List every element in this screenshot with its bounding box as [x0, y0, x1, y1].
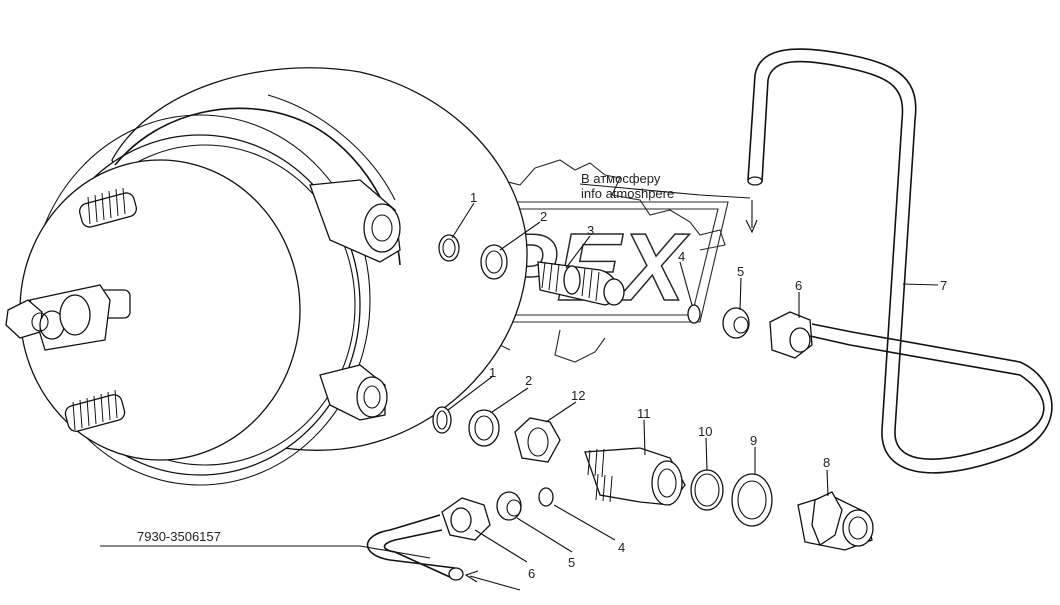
- callout-1-bottom: 1: [489, 365, 496, 380]
- part-3-fitting: [537, 261, 625, 306]
- port-boss-upper: [309, 179, 401, 263]
- callout-3: 3: [587, 223, 594, 238]
- part-10-oring: [690, 469, 724, 511]
- part-1-bottom-washer: [432, 406, 452, 434]
- part-8-fitting: [797, 491, 874, 551]
- callout-6-bottom: 6: [528, 566, 535, 581]
- mounting-bolt-top: [78, 187, 138, 228]
- callout-6-top: 6: [795, 278, 802, 293]
- part-2-top-washer: [480, 244, 508, 280]
- note-atmosphere-ru: В атмосферу: [581, 171, 661, 186]
- callout-labels: В атмосферу info atmoshpere 7930-3506157…: [137, 171, 947, 581]
- note-atmosphere-en: info atmoshpere: [581, 186, 674, 201]
- part-number-label: 7930-3506157: [137, 529, 221, 544]
- part-12-nut: [514, 417, 561, 463]
- callout-8: 8: [823, 455, 830, 470]
- push-rod-clevis: [5, 284, 131, 351]
- mounting-bolt-bottom: [64, 389, 126, 432]
- port-boss-lower: [319, 364, 388, 421]
- part-6-top-nut: [769, 311, 813, 359]
- part-1-top-washer: [438, 234, 460, 262]
- leader-lines: [100, 183, 939, 591]
- callout-9: 9: [750, 433, 757, 448]
- part-4-top-oring: [687, 304, 701, 324]
- part-7-breather-tube: [747, 48, 1053, 474]
- part-6-bottom-nut: [441, 497, 491, 541]
- callout-2-top: 2: [540, 209, 547, 224]
- callout-5-bottom: 5: [568, 555, 575, 570]
- part-2-bottom-washer: [468, 409, 500, 447]
- callout-1-top: 1: [470, 190, 477, 205]
- part-9-washer: [731, 473, 773, 527]
- callout-7: 7: [940, 278, 947, 293]
- callout-11: 11: [637, 406, 651, 421]
- callout-4-top: 4: [678, 249, 685, 264]
- part-5-bottom-nut: [496, 491, 522, 521]
- part-4-bottom-oring: [538, 487, 554, 507]
- callout-12: 12: [571, 388, 585, 403]
- part-5-top-nut: [722, 307, 750, 339]
- callout-5-top: 5: [737, 264, 744, 279]
- callout-4-bottom: 4: [618, 540, 625, 555]
- callout-2-bottom: 2: [525, 373, 532, 388]
- callout-10: 10: [698, 424, 712, 439]
- part-11-tee-fitting: [584, 447, 686, 506]
- brake-chamber: [5, 67, 528, 486]
